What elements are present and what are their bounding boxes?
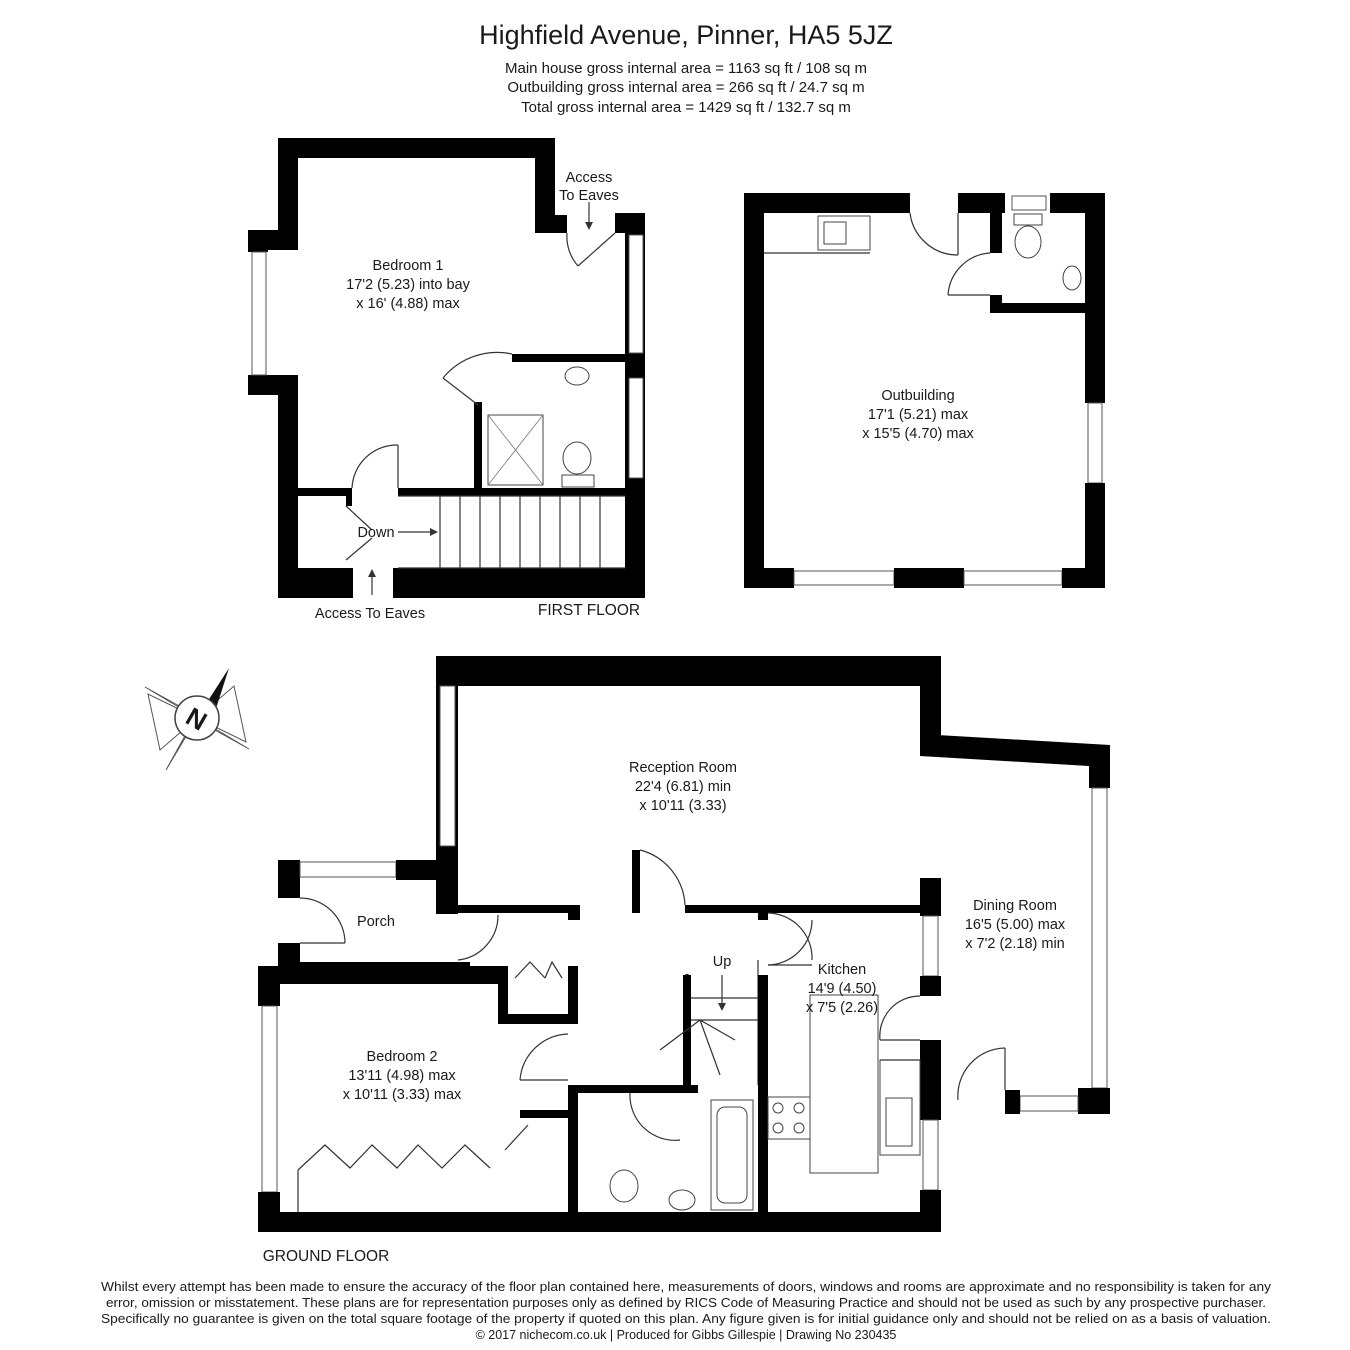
dining-dim1: 16'5 (5.00) max [965,917,1066,933]
dining-name: Dining Room [973,898,1057,914]
ground-floor-plan: Reception Room 22'4 (6.81) min x 10'11 (… [258,656,1110,1265]
disclaimer-line-1: Whilst every attempt has been made to en… [101,1280,1272,1294]
ground-floor-label: GROUND FLOOR [263,1248,390,1265]
stairs-up-arrow-icon [718,1003,726,1011]
kitchen-name: Kitchen [818,962,866,978]
first-floor-label: FIRST FLOOR [538,602,640,619]
first-floor-plan: Bedroom 1 17'2 (5.23) into bay x 16' (4.… [248,138,645,622]
kitchen-dim2: x 7'5 (2.26) [806,1000,878,1016]
bedroom2-name: Bedroom 2 [367,1049,438,1065]
outbuilding-dim1: 17'1 (5.21) max [868,407,969,423]
disclaimer-line-3: Specifically no guarantee is given on th… [101,1312,1271,1326]
ground-floor-stairs-label: Up [713,954,732,970]
first-floor-stairs [398,495,625,569]
plan-title: Highfield Avenue, Pinner, HA5 5JZ [479,20,893,50]
bedroom2-dim2: x 10'11 (3.33) max [343,1087,462,1103]
stairs-down-arrow-icon [430,528,438,536]
ground-floor-stairs [659,960,759,1085]
disclaimer-line-4: © 2017 nichecom.co.uk | Produced for Gib… [476,1328,897,1342]
north-compass-icon: N [144,668,250,771]
reception-dim2: x 10'11 (3.33) [639,798,726,814]
area-main-house: Main house gross internal area = 1163 sq… [505,60,867,77]
reception-name: Reception Room [629,760,737,776]
eaves-label-top-1: Access [566,170,613,186]
area-total: Total gross internal area = 1429 sq ft /… [521,99,851,116]
bedroom1-dim2: x 16' (4.88) max [356,296,460,312]
outbuilding-name: Outbuilding [881,388,954,404]
reception-dim1: 22'4 (6.81) min [635,779,731,795]
first-floor-stairs-label: Down [357,525,394,541]
kitchen-dim1: 14'9 (4.50) [808,981,877,997]
porch-name: Porch [357,914,395,930]
eaves-arrow-up-icon [368,569,376,577]
eaves-arrow-down-icon [585,222,593,230]
dining-dim2: x 7'2 (2.18) min [965,936,1064,952]
area-outbuilding: Outbuilding gross internal area = 266 sq… [507,79,864,96]
eaves-label-bottom: Access To Eaves [315,606,425,622]
disclaimer: Whilst every attempt has been made to en… [101,1280,1272,1342]
disclaimer-line-2: error, omission or misstatement. These p… [106,1296,1266,1310]
bedroom1-name: Bedroom 1 [373,258,444,274]
outbuilding-dim2: x 15'5 (4.70) max [862,426,974,442]
bedroom1-dim1: 17'2 (5.23) into bay [346,277,470,293]
outbuilding-plan: Outbuilding 17'1 (5.21) max x 15'5 (4.70… [744,193,1105,588]
bedroom2-dim1: 13'11 (4.98) max [348,1068,456,1084]
eaves-label-top-2: To Eaves [559,188,619,204]
